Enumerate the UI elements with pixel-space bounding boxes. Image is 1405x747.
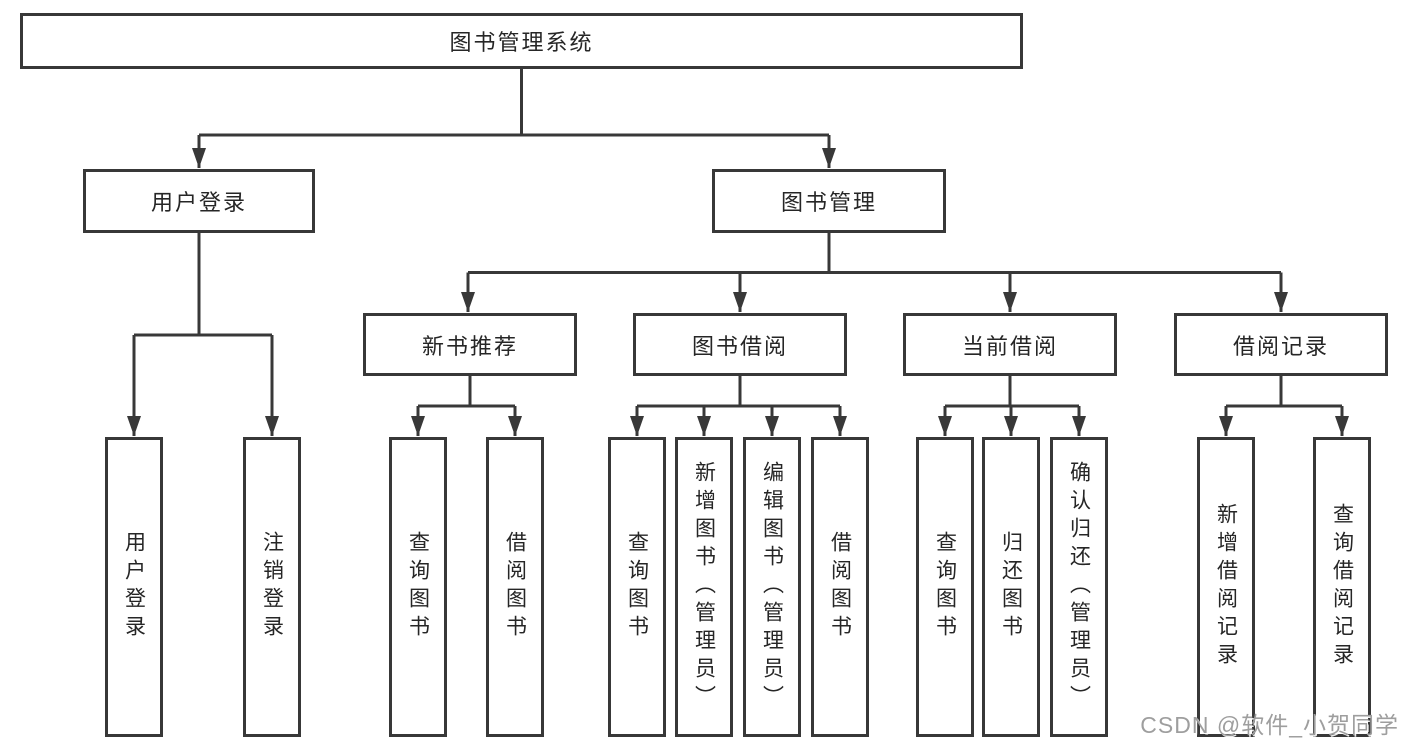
leaf-cb-return-books: 归还图书: [982, 437, 1040, 737]
leaf-bb-edit-books-admin: 编辑图书（管理员）: [743, 437, 801, 737]
leaf-bb-query-books: 查询图书: [608, 437, 666, 737]
leaf-br-add-record: 新增借阅记录: [1197, 437, 1255, 737]
leaf-cb-query-books: 查询图书: [916, 437, 974, 737]
leaf-logout: 注销登录: [243, 437, 301, 737]
node-user-login: 用户登录: [83, 169, 315, 233]
node-book-borrow: 图书借阅: [633, 313, 847, 376]
leaf-nb-query-books: 查询图书: [389, 437, 447, 737]
leaf-bb-borrow-books: 借阅图书: [811, 437, 869, 737]
leaf-nb-borrow-books: 借阅图书: [486, 437, 544, 737]
node-book-management: 图书管理: [712, 169, 946, 233]
node-borrow-records: 借阅记录: [1174, 313, 1388, 376]
leaf-user-login: 用户登录: [105, 437, 163, 737]
leaf-bb-add-books-admin: 新增图书（管理员）: [675, 437, 733, 737]
csdn-watermark: CSDN @软件_小贺同学: [1140, 712, 1399, 738]
node-library-system: 图书管理系统: [20, 13, 1023, 69]
node-current-borrow: 当前借阅: [903, 313, 1117, 376]
leaf-br-query-record: 查询借阅记录: [1313, 437, 1371, 737]
node-new-book-recommend: 新书推荐: [363, 313, 577, 376]
leaf-cb-confirm-return-admin: 确认归还（管理员）: [1050, 437, 1108, 737]
